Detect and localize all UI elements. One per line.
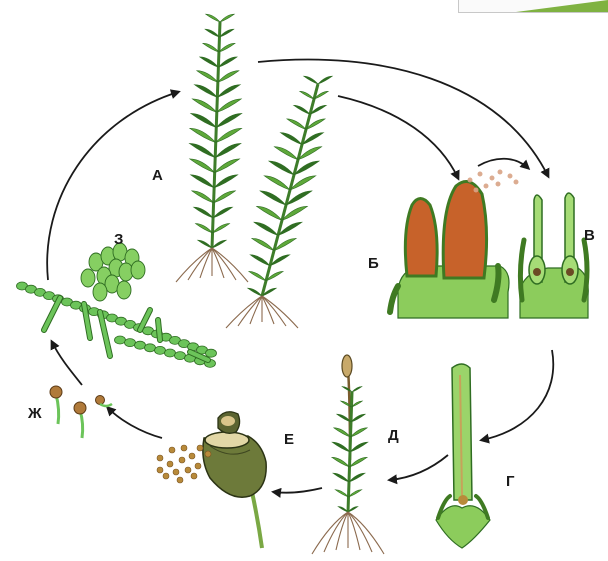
arrow-g-to-d bbox=[390, 455, 448, 480]
arrow-d-to-e bbox=[274, 488, 322, 493]
label-z: З bbox=[114, 232, 123, 247]
arrow-a-to-b bbox=[338, 96, 458, 178]
sperm-cells bbox=[468, 170, 519, 193]
moss-gametophyte-icon bbox=[176, 14, 332, 328]
arrow-v-to-g bbox=[482, 350, 553, 440]
open-capsule-icon bbox=[203, 412, 266, 548]
sporophyte-capsule-icon bbox=[312, 355, 384, 554]
label-v: В bbox=[584, 228, 595, 243]
label-b: Б bbox=[368, 256, 379, 271]
arrow-b-to-v bbox=[478, 159, 528, 168]
germinating-spores-icon bbox=[50, 386, 112, 438]
label-g: Г bbox=[506, 474, 515, 489]
arrow-zh-to-z bbox=[52, 342, 82, 385]
archegonia-icon bbox=[520, 193, 588, 318]
small-moss-plant bbox=[312, 387, 384, 554]
arrow-e-to-zh bbox=[108, 408, 162, 438]
label-e: Е bbox=[284, 432, 294, 447]
young-sporophyte-icon bbox=[436, 364, 490, 548]
label-zh: Ж bbox=[28, 406, 42, 421]
label-a: А bbox=[152, 168, 163, 183]
label-d: Д bbox=[388, 428, 399, 443]
